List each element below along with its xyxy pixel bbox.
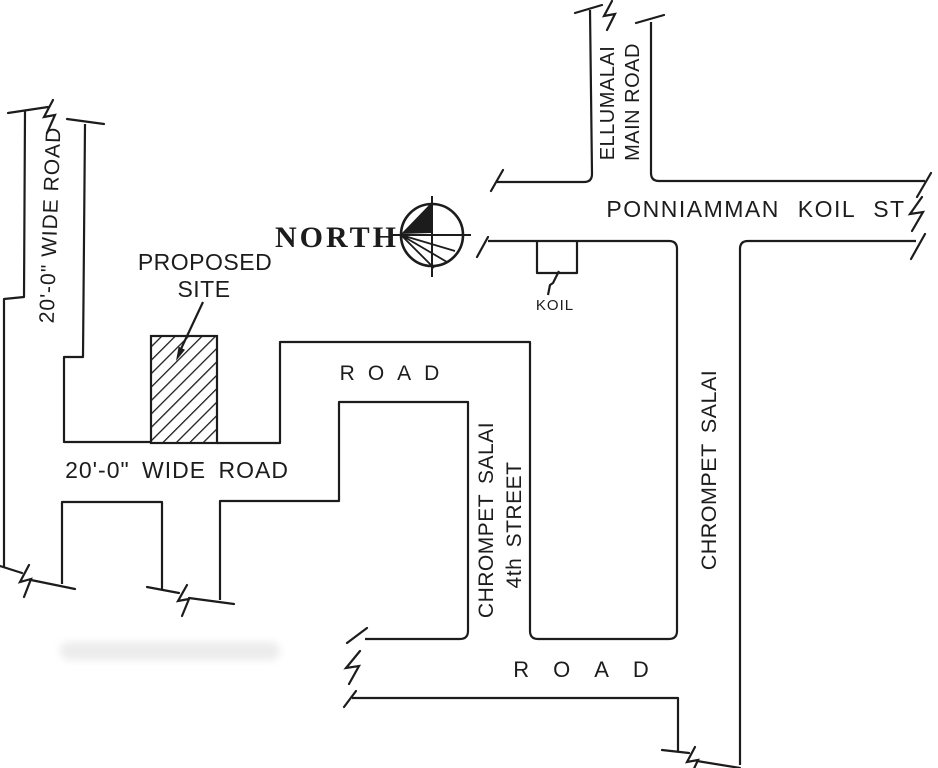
north-compass bbox=[391, 196, 471, 277]
koil-box bbox=[535, 241, 579, 275]
scan-smudge bbox=[60, 642, 280, 660]
label-chrompet-salai-4th: CHROMPET SALAI bbox=[475, 422, 498, 618]
label-4th-street: 4th STREET bbox=[503, 462, 526, 589]
compass-axes bbox=[391, 196, 471, 277]
break-left-road-top bbox=[6, 98, 106, 135]
label-proposed-line2: SITE bbox=[177, 276, 230, 302]
proposed-site bbox=[149, 301, 219, 445]
label-wide-road: 20'-0" WIDE ROAD bbox=[65, 457, 289, 483]
break-bottom-road-west bbox=[342, 626, 369, 709]
proposed-site-hatch bbox=[149, 334, 219, 445]
break-left-road-bottom bbox=[0, 563, 77, 599]
label-road-middle: ROAD bbox=[340, 362, 453, 385]
label-chrompet-salai: CHROMPET SALAI bbox=[697, 370, 721, 571]
label-ellumalai: ELLUMALAI bbox=[597, 46, 619, 161]
proposed-site-arrowhead-icon bbox=[176, 346, 185, 361]
road-inner-block bbox=[218, 400, 470, 641]
label-road-bottom: ROAD bbox=[513, 657, 673, 682]
label-left-wide-road: 20'-0" WIDE ROAD bbox=[36, 126, 66, 323]
road-bottom-south-edge bbox=[352, 696, 680, 751]
road-ellumalai-right bbox=[649, 22, 925, 183]
road-main-boundary bbox=[217, 239, 679, 641]
break-lower-left-street bbox=[145, 583, 236, 618]
break-ellumalai-top bbox=[573, 0, 666, 32]
compass-north-pointer-icon bbox=[401, 203, 431, 234]
road-left-wide-road bbox=[2, 110, 152, 567]
break-chrompet-south bbox=[660, 745, 742, 768]
koil-leader-line bbox=[546, 270, 560, 296]
break-ponniamman-east bbox=[907, 171, 933, 261]
road-ellumalai-left bbox=[497, 9, 594, 184]
proposed-site-leader bbox=[179, 301, 204, 352]
break-ponniamman-west bbox=[475, 168, 505, 259]
compass-fan-lines bbox=[400, 234, 456, 269]
road-lower-left-block bbox=[60, 500, 164, 589]
label-north: NORTH bbox=[275, 221, 399, 254]
road-ponniamman-east bbox=[738, 239, 916, 765]
label-ponniamman-koil-st: PONNIAMMAN KOIL ST bbox=[606, 196, 905, 222]
label-proposed-line1: PROPOSED bbox=[138, 249, 272, 275]
road-network bbox=[2, 9, 925, 765]
label-main-road: MAIN ROAD bbox=[622, 43, 644, 161]
label-koil: KOIL bbox=[536, 297, 574, 314]
